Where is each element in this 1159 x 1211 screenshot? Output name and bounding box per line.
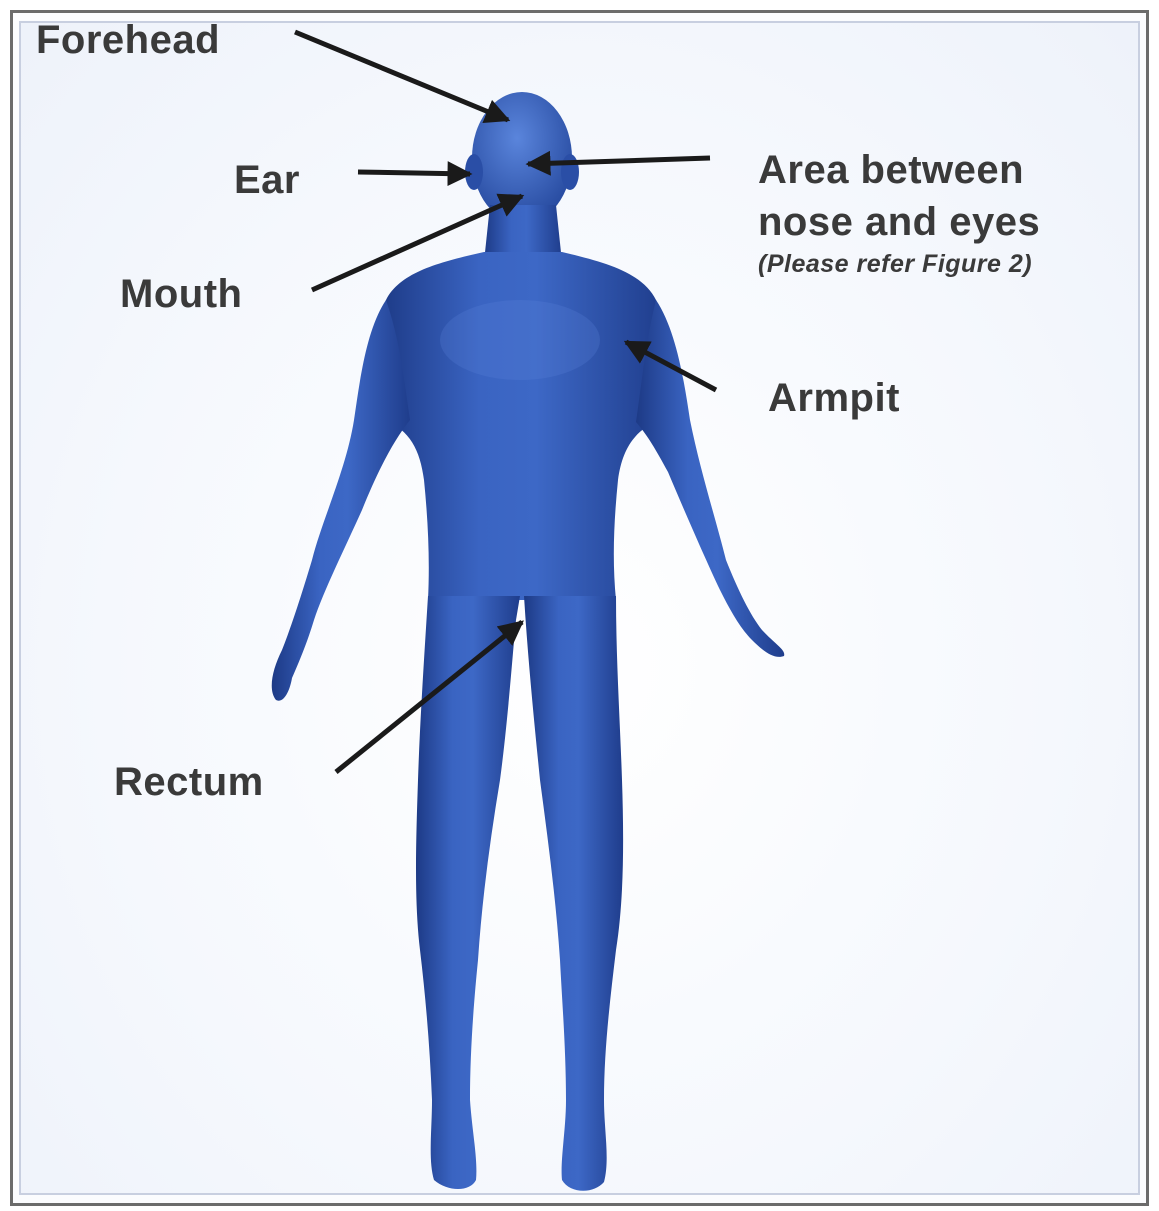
arrow-ear bbox=[358, 172, 470, 174]
label-area-between-nose-eyes: Area between nose and eyes (Please refer… bbox=[758, 144, 1040, 280]
label-area-line1: Area between bbox=[758, 144, 1040, 196]
arrow-forehead bbox=[295, 32, 508, 120]
figure-ear-right bbox=[561, 154, 579, 190]
figure-arm-left bbox=[272, 300, 410, 701]
figure-leg-left bbox=[416, 596, 520, 1189]
human-figure bbox=[272, 92, 785, 1191]
label-rectum: Rectum bbox=[114, 760, 264, 805]
label-ear: Ear bbox=[234, 158, 300, 203]
label-area-note: (Please refer Figure 2) bbox=[758, 248, 1040, 280]
label-armpit: Armpit bbox=[768, 376, 900, 421]
figure-leg-right bbox=[524, 596, 623, 1191]
figure-arm-right bbox=[636, 300, 784, 657]
figure-chest-highlight bbox=[440, 300, 600, 380]
label-forehead: Forehead bbox=[36, 18, 220, 63]
label-area-line2: nose and eyes bbox=[758, 196, 1040, 248]
label-mouth: Mouth bbox=[120, 272, 242, 317]
